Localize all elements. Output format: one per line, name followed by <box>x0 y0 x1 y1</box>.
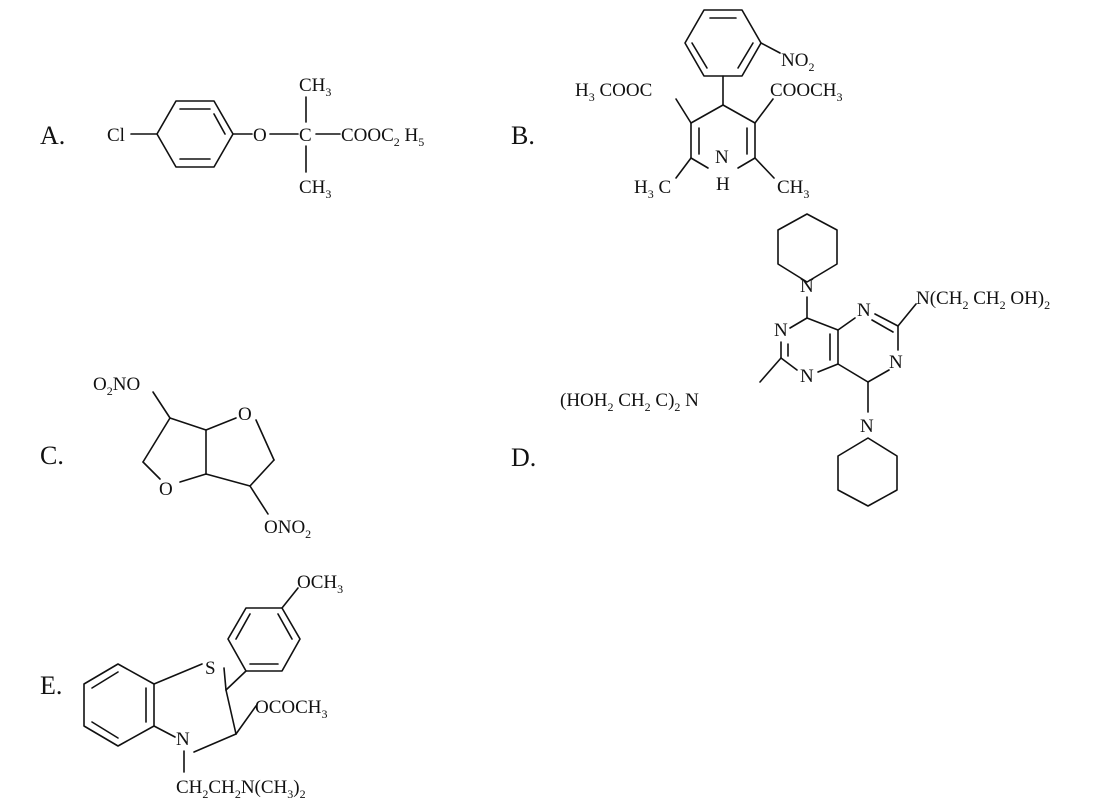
quaternary-carbon: C <box>299 125 312 146</box>
acetoxy-group: OCOCH3 <box>255 697 328 721</box>
nitrophenyl-ring <box>684 9 762 77</box>
piperidine-top <box>777 213 838 283</box>
nitrate-bottom: ONO2 <box>264 517 311 541</box>
furan-oxygen-left: O <box>159 479 173 500</box>
piperidine-bottom <box>837 437 898 507</box>
dihydropyridine-nitrogen: N <box>715 147 729 168</box>
piperidine-top-nitrogen: N <box>800 276 814 297</box>
left-methyl-ester: H3 COOC <box>575 80 652 104</box>
option-c: C. O2NO O O ONO2 <box>40 374 311 541</box>
option-b: B. NO2 N H H3 COOC COOCH3 H3 C CH3 <box>511 9 843 201</box>
option-a-label: A. <box>40 121 65 150</box>
ring-n1: N <box>774 320 788 341</box>
left-methyl: H3 C <box>634 177 671 201</box>
methyl-top: CH3 <box>299 75 331 99</box>
dimethylaminoethyl-chain: CH2CH2N(CH3)2 <box>176 777 306 801</box>
option-c-label: C. <box>40 441 64 470</box>
diethanolamine-left: (HOH2 CH2 C)2 N <box>560 390 699 414</box>
methyl-bottom: CH3 <box>299 177 331 201</box>
piperidine-bottom-nitrogen: N <box>860 416 874 437</box>
nh-hydrogen: H <box>716 174 730 195</box>
ether-oxygen: O <box>253 125 267 146</box>
option-a: A. Cl O C CH3 CH3 COOC2 H5 <box>40 75 424 201</box>
ring-n4: N <box>889 352 903 373</box>
right-methyl: CH3 <box>777 177 809 201</box>
nitrate-top: O2NO <box>93 374 140 398</box>
methoxyphenyl-ring <box>227 607 301 672</box>
option-e: E. OCH3 S N OCOCH3 CH2CH2N(CH3)2 <box>40 572 343 801</box>
nitro-group: NO2 <box>781 50 814 74</box>
benzene-ring <box>156 100 234 168</box>
option-b-label: B. <box>511 121 535 150</box>
methoxy-group: OCH3 <box>297 572 343 596</box>
right-methyl-ester: COOCH3 <box>770 80 843 104</box>
furan-oxygen-right: O <box>238 404 252 425</box>
ethyl-ester-group: COOC2 H5 <box>341 125 424 149</box>
ring-n2: N <box>800 366 814 387</box>
nitrogen-atom: N <box>176 729 190 750</box>
option-e-label: E. <box>40 671 62 700</box>
ring-n3: N <box>857 300 871 321</box>
fused-benzene-ring <box>83 663 155 747</box>
sulfur-atom: S <box>205 658 216 679</box>
diethanolamine-right: N(CH2 CH2 OH)2 <box>916 288 1050 312</box>
option-d: D. N N N N N N(CH2 CH2 OH)2 (HOH2 CH2 C)… <box>511 213 1050 507</box>
option-d-label: D. <box>511 443 536 472</box>
chlorine-atom: Cl <box>107 125 125 146</box>
